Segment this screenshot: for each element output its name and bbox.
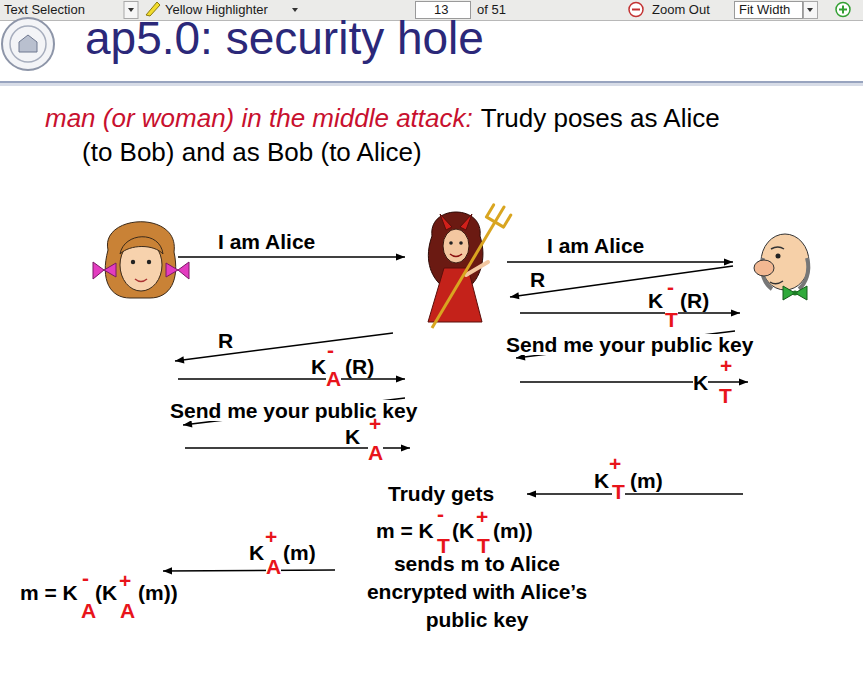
alice-bow bbox=[93, 262, 116, 279]
message-label: (m) bbox=[283, 542, 316, 563]
trident bbox=[432, 222, 495, 328]
message-label: m = K bbox=[20, 582, 78, 603]
key-owner: A bbox=[81, 600, 96, 621]
message-label: K bbox=[693, 372, 708, 393]
alice-bangs bbox=[120, 237, 163, 254]
message-arrows bbox=[163, 257, 748, 571]
message-label: (R) bbox=[680, 290, 709, 311]
key-owner: T bbox=[719, 385, 732, 406]
logo-ring bbox=[10, 26, 46, 62]
trudy-eye bbox=[449, 241, 453, 245]
bob-bowtie bbox=[783, 286, 807, 300]
key-owner: A bbox=[368, 442, 383, 463]
bob-brow bbox=[771, 247, 784, 249]
trudy-eye bbox=[459, 241, 463, 245]
zoom-out-icon bbox=[632, 9, 640, 11]
toolbar-label: Zoom Out bbox=[652, 2, 710, 18]
key-owner: A bbox=[266, 556, 281, 577]
alice-eye bbox=[131, 260, 135, 264]
message-label: K bbox=[311, 356, 326, 377]
bob-mouth bbox=[770, 281, 783, 284]
message-arrow bbox=[527, 493, 743, 495]
message-label: I am Alice bbox=[218, 231, 315, 252]
message-arrow bbox=[178, 378, 405, 380]
message-arrow bbox=[178, 256, 405, 258]
alice-eye bbox=[147, 260, 151, 264]
key-sign: - bbox=[437, 503, 444, 524]
message-label: Trudy gets bbox=[388, 483, 494, 504]
message-label: (R) bbox=[345, 356, 374, 377]
dropdown-arrow bbox=[128, 8, 134, 12]
key-sign: - bbox=[327, 339, 334, 360]
header-rule bbox=[0, 83, 863, 86]
message-arrow bbox=[520, 312, 740, 314]
message-label: (m)) bbox=[138, 582, 178, 603]
trudy-figure bbox=[428, 205, 511, 328]
zoom-in-icon bbox=[836, 3, 850, 17]
alice-hair bbox=[105, 222, 175, 298]
alice-mouth bbox=[135, 279, 147, 282]
university-logo bbox=[2, 18, 54, 70]
key-sign: + bbox=[720, 355, 732, 376]
logo-ring bbox=[2, 18, 54, 70]
alice-bow bbox=[166, 262, 189, 279]
message-label: (K bbox=[95, 582, 117, 603]
message-label: (K bbox=[452, 520, 474, 541]
key-sign: + bbox=[265, 526, 277, 547]
subtitle-block: man (or woman) in the middle attack:Trud… bbox=[45, 101, 747, 169]
message-label: Send me your public key bbox=[506, 334, 753, 355]
bob-nose bbox=[754, 260, 774, 276]
message-label: R bbox=[218, 330, 233, 351]
dropdown-button bbox=[804, 2, 818, 19]
message-label: (m)) bbox=[493, 520, 533, 541]
header-rule bbox=[0, 81, 863, 83]
alice-figure bbox=[93, 222, 189, 298]
message-label: m = K bbox=[376, 520, 434, 541]
toolbar-label: Text Selection bbox=[4, 2, 85, 18]
key-sign: + bbox=[609, 453, 621, 474]
bob-bowtie bbox=[793, 291, 798, 296]
slide-title: ap5.0: security hole bbox=[85, 13, 484, 63]
key-sign: + bbox=[369, 413, 381, 434]
key-sign: + bbox=[476, 506, 488, 527]
message-label: I am Alice bbox=[547, 235, 644, 256]
message-label: K bbox=[648, 290, 663, 311]
dropdown-arrow bbox=[292, 8, 298, 12]
toolbar-label: Yellow Highlighter bbox=[165, 2, 268, 18]
zoom-out-icon bbox=[629, 3, 643, 17]
key-sign: - bbox=[667, 276, 674, 297]
key-sign: + bbox=[119, 570, 131, 591]
toolbar-label: 13 bbox=[434, 2, 448, 18]
bob-hair bbox=[799, 258, 808, 289]
key-sign: - bbox=[82, 567, 89, 588]
bob-figure bbox=[754, 234, 809, 300]
message-arrow bbox=[507, 261, 733, 263]
message-label: R bbox=[530, 269, 545, 290]
toolbar-label: Fit Width bbox=[739, 2, 790, 18]
trudy-horns bbox=[440, 214, 472, 230]
zoom-field bbox=[735, 2, 803, 19]
zoom-in-icon bbox=[839, 6, 847, 14]
attack-name: man (or woman) in the middle attack: bbox=[45, 103, 473, 133]
trudy-mouth bbox=[450, 254, 462, 257]
key-owner: A bbox=[326, 368, 341, 389]
trident bbox=[486, 205, 510, 227]
message-arrow bbox=[520, 381, 748, 383]
trudy-face bbox=[443, 229, 469, 263]
trudy-body bbox=[428, 268, 482, 322]
key-owner: T bbox=[612, 481, 625, 502]
toolbar-label: of 51 bbox=[477, 2, 506, 18]
dropdown-arrow bbox=[807, 8, 813, 12]
message-label: K bbox=[345, 426, 360, 447]
message-label: K bbox=[249, 542, 264, 563]
message-label: (m) bbox=[630, 470, 663, 491]
key-owner: A bbox=[120, 600, 135, 621]
bob-eye bbox=[776, 254, 781, 259]
message-arrow bbox=[163, 570, 335, 571]
message-label: K bbox=[594, 470, 609, 491]
logo-building bbox=[19, 35, 37, 52]
key-owner: T bbox=[665, 309, 678, 330]
note-text: sends m to Alice encrypted with Alice’s … bbox=[352, 550, 602, 634]
